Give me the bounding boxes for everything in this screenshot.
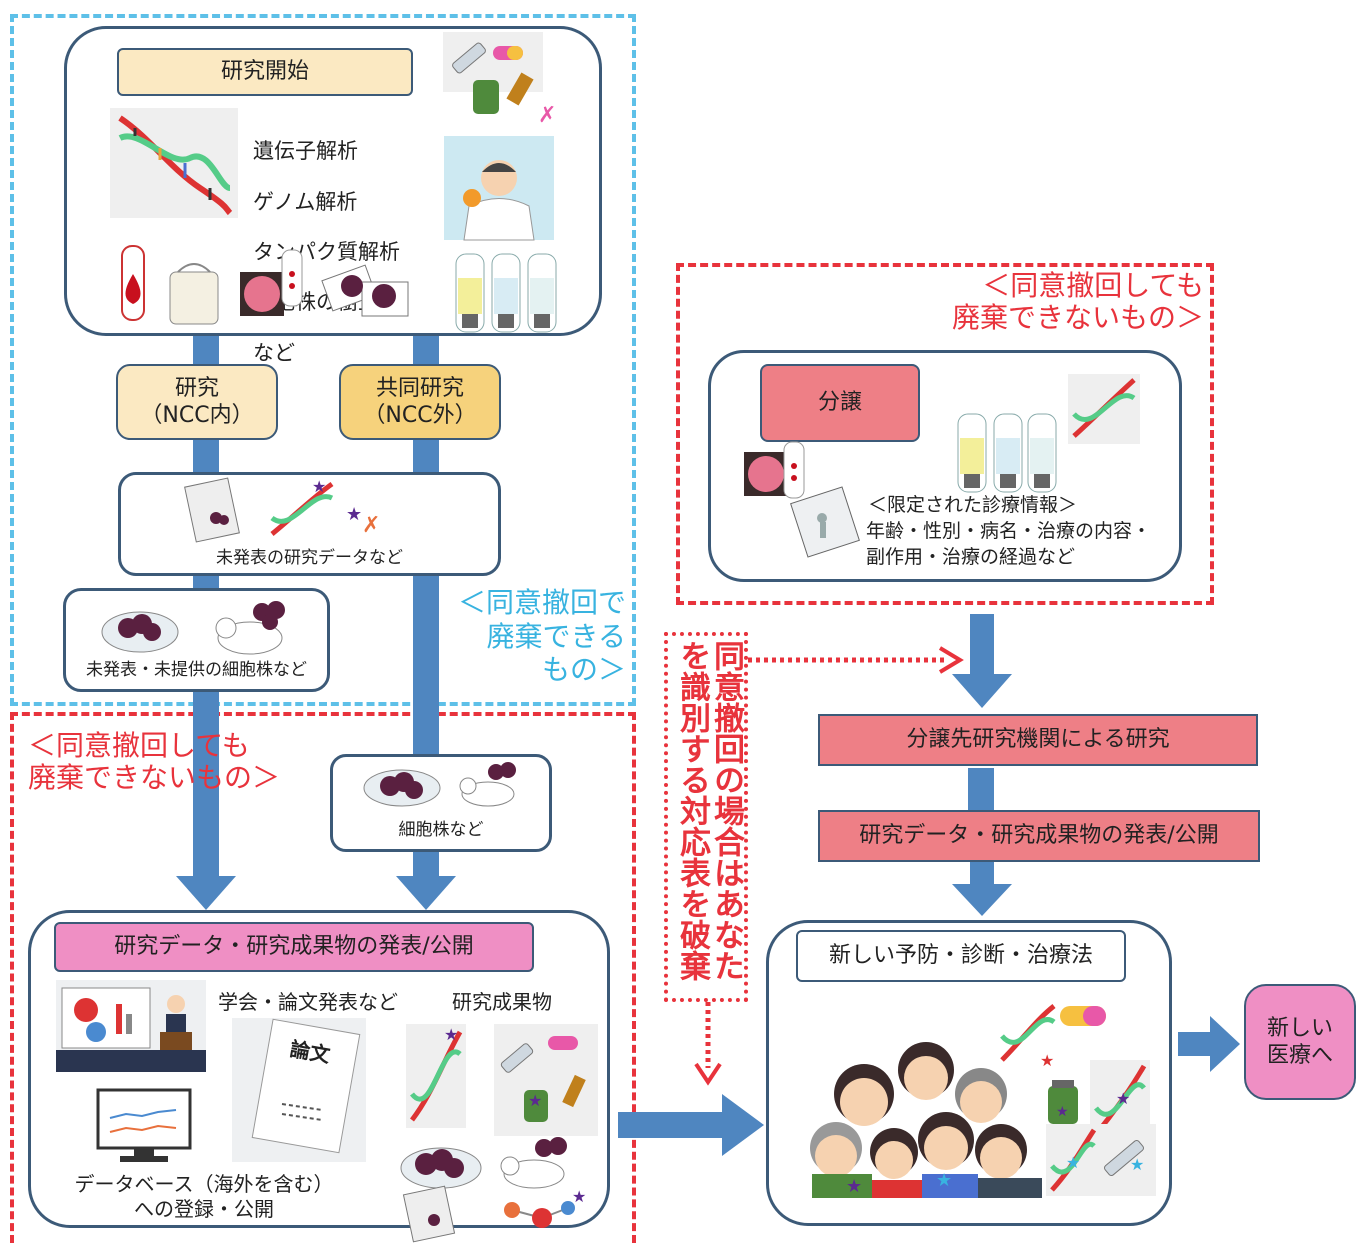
arrow-right-to-new-medicine <box>1178 1016 1240 1072</box>
mouse-icon <box>459 762 516 807</box>
clipboard-icon <box>184 477 240 543</box>
analysis-item: タンパク質解析 <box>253 239 400 264</box>
dotted-arrow-right <box>748 646 964 674</box>
discardable-heading: ＜同意撤回で 廃棄できる もの＞ <box>457 586 626 687</box>
monitor-chart-icon <box>96 1088 192 1162</box>
withdrawal-note-col-right: 同意撤回の場合はあなた <box>708 640 744 981</box>
arrow-down-to-new-methods <box>952 862 1012 916</box>
research-products-text: 研究成果物 <box>452 990 552 1014</box>
withdrawal-note-box <box>664 632 748 1002</box>
sample-tube-icon <box>281 249 303 307</box>
svg-text:★: ★ <box>444 1025 458 1044</box>
molecule-icon: ★ <box>504 1187 586 1228</box>
unpublished-cells-text: 未発表・未提供の細胞株など <box>86 660 307 680</box>
limited-info-title: ＜限定された診療情報＞ <box>868 494 1078 516</box>
medicine-bottle-icon: ★ <box>1048 1080 1078 1124</box>
tissue-sample-icon <box>240 272 284 316</box>
unpublished-data-text: 未発表の研究データなど <box>216 548 403 568</box>
mouse-icon <box>500 1137 567 1189</box>
petri-dish-icon <box>101 611 179 653</box>
svg-text:★: ★ <box>1066 1153 1080 1172</box>
conference-text: 学会・論文発表など <box>218 990 398 1014</box>
crowd-illustration: ★ ★ <box>810 1042 1042 1198</box>
new-methods-label: 新しい予防・診断・治療法 <box>796 930 1126 982</box>
petri-dish-icon <box>400 1147 482 1189</box>
dna-icon: ★ <box>270 477 334 536</box>
joint-research-label: 共同研究 （NCC外） <box>339 364 501 440</box>
svg-text:✗: ✗ <box>538 103 556 128</box>
cell-lines-text: 細胞株など <box>398 820 484 840</box>
presentation-icon <box>56 980 206 1072</box>
petri-dish-icon <box>363 769 441 807</box>
svg-text:★: ★ <box>1040 1051 1054 1070</box>
analysis-item: ゲノム解析 <box>253 189 358 214</box>
blood-bag-icon <box>169 263 219 325</box>
arrow-down-to-publish <box>968 768 994 810</box>
unpublished-data-box <box>118 472 501 576</box>
mouse-icon <box>215 601 285 655</box>
limited-info-line-2: 副作用・治療の経過など <box>866 546 1076 568</box>
dna-icon <box>110 108 238 218</box>
svg-text:✗: ✗ <box>362 513 380 538</box>
non-discardable-region-left <box>10 712 636 1243</box>
svg-text:★: ★ <box>312 477 326 496</box>
dna-syringe-icon: ★ ★ <box>1046 1124 1156 1196</box>
svg-text:★: ★ <box>528 1091 542 1110</box>
analysis-item: 遺伝子解析 <box>253 139 358 164</box>
non-discardable-heading-left: ＜同意撤回しても 廃棄できないもの＞ <box>28 729 281 795</box>
research-start-label: 研究開始 <box>117 48 413 96</box>
svg-text:★: ★ <box>846 1176 862 1197</box>
medicine-set-icon: ★ <box>494 1024 598 1136</box>
new-medicine-label: 新しい 医療へ <box>1244 984 1356 1100</box>
slides-icon <box>321 264 409 317</box>
withdrawal-note-col-left: を識別する対応表を破棄 <box>674 640 710 981</box>
internal-research-label: 研究 （NCC内） <box>116 364 278 440</box>
arrow-right-to-new-methods <box>618 1094 764 1156</box>
limited-info-line-1: 年齢・性別・病名・治療の内容・ <box>866 520 1152 542</box>
arrow-down-to-recipient <box>952 614 1012 708</box>
discardable-region <box>10 14 636 706</box>
non-discardable-heading-right: ＜同意撤回しても 廃棄できないもの＞ <box>951 269 1204 335</box>
molecule-icon: ★ ✗ <box>346 504 380 538</box>
paper-document-icon <box>232 1018 366 1162</box>
svg-text:★: ★ <box>1116 1089 1130 1108</box>
tissue-sample-icon <box>744 452 788 496</box>
medicine-set-icon: ✗ <box>443 32 556 128</box>
analysis-item: など <box>253 340 295 365</box>
clipboard-icon <box>402 1185 456 1243</box>
dna-icon: ★ <box>1000 1004 1056 1070</box>
blood-tube-icon <box>121 245 145 321</box>
dna-icon <box>1068 374 1140 444</box>
svg-text:★: ★ <box>346 504 362 525</box>
dna-icon: ★ <box>406 1024 466 1128</box>
medical-chart-icon <box>790 486 860 558</box>
doctor-illustration <box>444 136 554 241</box>
svg-text:★: ★ <box>936 1170 952 1191</box>
svg-text:★: ★ <box>1056 1104 1069 1120</box>
publish-label-right: 研究データ・研究成果物の発表/公開 <box>818 810 1260 862</box>
analysis-list: 遺伝子解析 ゲノム解析 タンパク質解析 細胞株の樹立 など <box>253 114 400 391</box>
arrow-down-internal <box>176 876 236 910</box>
sample-tubes-icon <box>957 413 1057 493</box>
svg-text:★: ★ <box>572 1187 586 1206</box>
recipient-research-label: 分譲先研究機関による研究 <box>818 714 1258 766</box>
sample-tube-icon <box>783 441 805 499</box>
publish-label-left: 研究データ・研究成果物の発表/公開 <box>54 922 534 972</box>
sample-tubes-icon <box>455 253 557 333</box>
capsule-icon <box>1060 1006 1106 1026</box>
dotted-arrow-down <box>694 1002 722 1086</box>
arrow-down-joint <box>396 876 456 910</box>
svg-text:★: ★ <box>1130 1155 1144 1174</box>
transfer-label: 分譲 <box>760 364 920 442</box>
database-text: データベース（海外を含む） への登録・公開 <box>74 1172 334 1221</box>
non-discardable-region-right <box>676 263 1214 605</box>
